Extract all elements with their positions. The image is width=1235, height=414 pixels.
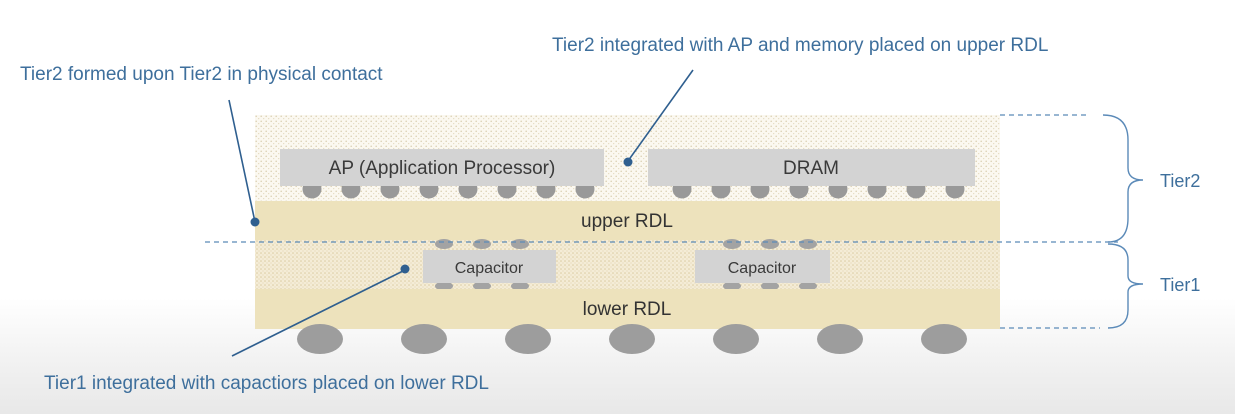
upper-rdl-layer [255,201,1000,240]
callout-tier2-physical-contact: Tier2 formed upon Tier2 in physical cont… [20,64,383,85]
tier1-brace [1107,243,1144,329]
tier1-label: Tier1 [1160,275,1200,295]
bump [511,239,529,249]
bump [435,239,453,249]
ap-chip-label: AP (Application Processor) [329,158,556,179]
bump [723,281,741,291]
bump [761,239,779,249]
bump [511,281,529,291]
bump [473,281,491,291]
callout-tier1-capacitors: Tier1 integrated with capactiors placed … [44,373,489,394]
solder-ball [505,324,551,354]
solder-ball [713,324,759,354]
capacitor-1 [423,250,556,283]
solder-ball [401,324,447,354]
solder-ball [297,324,343,354]
leader-dot [250,217,260,227]
lower-rdl-layer [255,289,1000,329]
bump [761,281,779,291]
ap-chip [280,149,604,186]
solder-ball [817,324,863,354]
solder-ball [921,324,967,354]
callout-tier2-ap-memory: Tier2 integrated with AP and memory plac… [552,35,1048,56]
bump [435,281,453,291]
bump [799,281,817,291]
tier2-brace [1102,114,1144,243]
capacitor-1-label: Capacitor [455,260,524,277]
capacitor-bottom-bumps [435,281,817,291]
leader-dot [623,157,633,167]
bump [723,239,741,249]
leader-dot [400,264,410,274]
leader-line-top-right [627,69,694,162]
dram-chip [648,149,975,186]
bump [473,239,491,249]
solder-balls [297,324,967,354]
leader-line-top-left [228,99,256,223]
capacitor-2-label: Capacitor [728,260,797,277]
lower-rdl-label: lower RDL [583,299,672,320]
upper-rdl-label: upper RDL [581,211,673,232]
bump [799,239,817,249]
solder-ball [609,324,655,354]
capacitor-2 [695,250,830,283]
leader-line-bottom [231,269,406,357]
tier2-label: Tier2 [1160,171,1200,191]
dram-chip-label: DRAM [783,158,839,179]
tier1-mold-compound [255,240,1000,290]
